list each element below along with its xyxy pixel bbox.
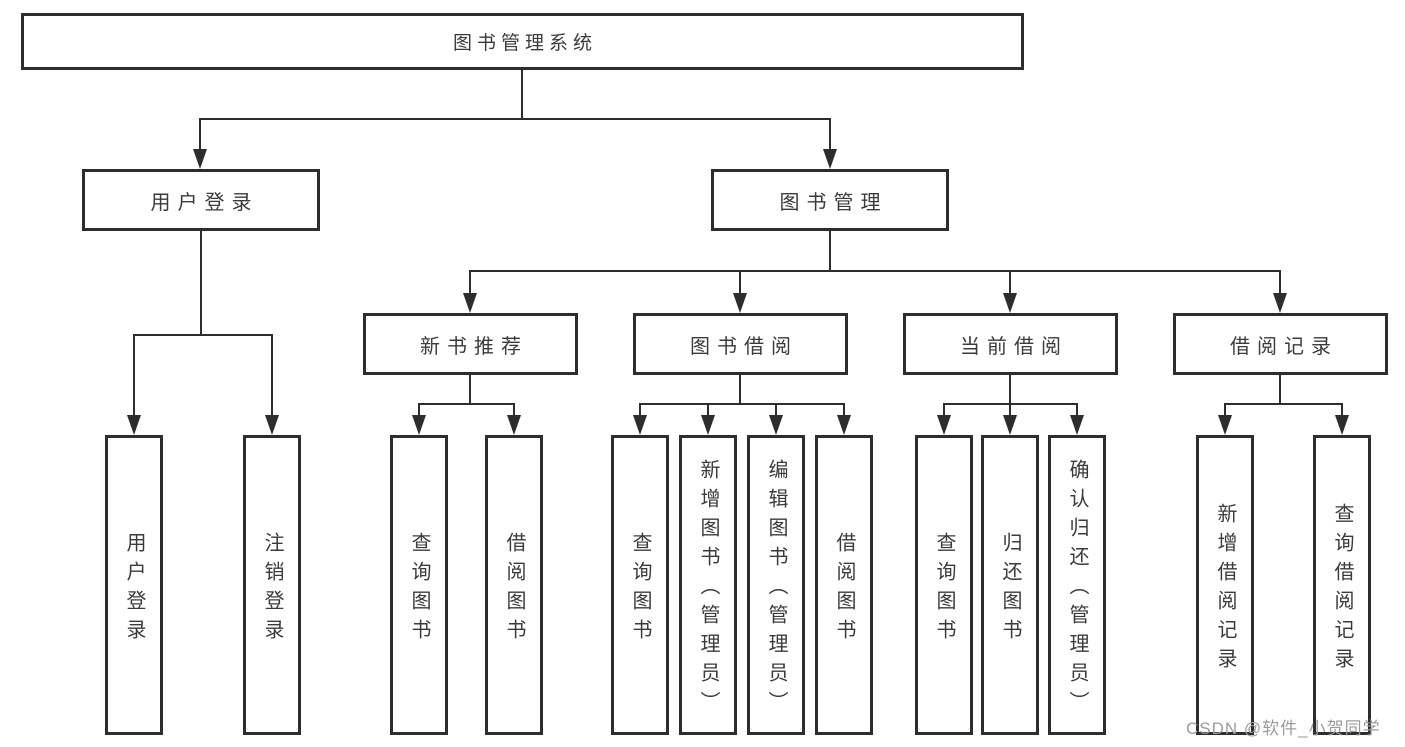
node-leaf-br-query-record: 查询借阅记录 xyxy=(1313,435,1371,735)
node-label: 图书借阅 xyxy=(690,335,798,358)
node-leaf-cb-return-books: 归还图书 xyxy=(981,435,1039,735)
node-leaf-bb-add-books-admin: 新增图书（管理员） xyxy=(679,435,737,735)
edge-borrow-records-children xyxy=(1218,375,1349,435)
node-leaf-bb-borrow-books: 借阅图书 xyxy=(815,435,873,735)
arrowhead xyxy=(265,415,279,435)
arrowhead xyxy=(769,415,783,435)
arrowhead xyxy=(1335,415,1349,435)
node-label: 借阅图书 xyxy=(503,531,525,648)
node-leaf-cb-query-books: 查询图书 xyxy=(915,435,973,735)
arrowhead xyxy=(837,415,851,435)
node-label: 用户登录 xyxy=(150,191,259,214)
node-label: 新增借阅记录 xyxy=(1214,502,1236,677)
node-label: 编辑图书（管理员） xyxy=(765,459,787,720)
node-label: 归还图书 xyxy=(999,531,1021,648)
arrowhead xyxy=(193,149,207,169)
node-label: 查询图书 xyxy=(933,531,955,648)
node-label: 查询图书 xyxy=(629,531,651,648)
node-label: 查询借阅记录 xyxy=(1331,502,1353,677)
edge-book-management-children xyxy=(463,231,1287,313)
node-book-management: 图书管理 xyxy=(711,169,949,231)
node-label: 图书管理 xyxy=(779,191,888,214)
node-label: 新书推荐 xyxy=(420,335,528,358)
node-label: 借阅图书 xyxy=(833,531,855,648)
node-label: 新增图书（管理员） xyxy=(697,459,719,720)
watermark: CSDN @软件_小贺同学 xyxy=(1186,719,1381,738)
node-label: 确认归还（管理员） xyxy=(1066,459,1088,720)
arrowhead xyxy=(937,415,951,435)
arrowhead xyxy=(1273,293,1287,313)
node-leaf-bb-edit-books-admin: 编辑图书（管理员） xyxy=(747,435,805,735)
arrowhead xyxy=(733,293,747,313)
node-borrow-records: 借阅记录 xyxy=(1173,313,1388,375)
arrowhead xyxy=(127,415,141,435)
node-leaf-logout: 注销登录 xyxy=(243,435,301,735)
node-label: 用户登录 xyxy=(123,531,145,648)
edge-new-book-recommend-children xyxy=(412,375,521,435)
edge-root-to-level2 xyxy=(193,70,837,169)
arrowhead xyxy=(412,415,426,435)
edge-current-borrow-children xyxy=(937,375,1084,435)
arrowhead xyxy=(1003,415,1017,435)
edge-user-login-children xyxy=(127,231,279,435)
node-book-borrow: 图书借阅 xyxy=(633,313,848,375)
node-leaf-nb-borrow-books: 借阅图书 xyxy=(485,435,543,735)
arrowhead xyxy=(1003,293,1017,313)
arrowhead xyxy=(1218,415,1232,435)
arrowhead xyxy=(633,415,647,435)
node-leaf-user-login: 用户登录 xyxy=(105,435,163,735)
node-label: 借阅记录 xyxy=(1230,335,1338,358)
node-user-login: 用户登录 xyxy=(82,169,320,231)
node-root: 图书管理系统 xyxy=(21,13,1024,70)
node-label: 注销登录 xyxy=(261,531,283,648)
node-leaf-br-add-record: 新增借阅记录 xyxy=(1196,435,1254,735)
edge-book-borrow-children xyxy=(633,375,851,435)
node-label: 查询图书 xyxy=(408,531,430,648)
arrowhead xyxy=(507,415,521,435)
arrowhead xyxy=(463,293,477,313)
node-current-borrow: 当前借阅 xyxy=(903,313,1118,375)
node-leaf-cb-confirm-return-admin: 确认归还（管理员） xyxy=(1048,435,1106,735)
arrowhead xyxy=(701,415,715,435)
arrowhead xyxy=(823,149,837,169)
node-leaf-nb-query-books: 查询图书 xyxy=(390,435,448,735)
arrowhead xyxy=(1070,415,1084,435)
node-label: 图书管理系统 xyxy=(452,33,597,54)
node-label: 当前借阅 xyxy=(960,335,1068,358)
node-leaf-bb-query-books: 查询图书 xyxy=(611,435,669,735)
node-new-book-recommend: 新书推荐 xyxy=(363,313,578,375)
